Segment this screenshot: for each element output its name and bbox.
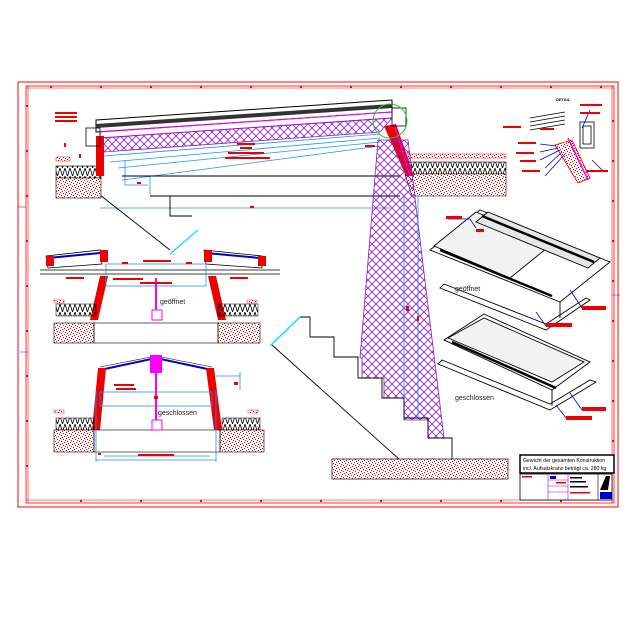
iso-closed-label: geschlossen [455,395,494,402]
detail-inset: DETAIL [503,97,608,184]
iso-callouts [446,216,606,420]
weight-note-line1: Gewicht der gesamten Konstruktion [523,458,605,464]
open-state-section: geöffnet [40,229,280,344]
isometric-open-view [429,209,611,331]
staircase-view [269,139,509,480]
closed-state-section: geschlossen [53,355,265,462]
detail-title: DETAIL [556,97,571,102]
iso-open-label: geöffnet [455,286,480,293]
weight-note: Gewicht der gesamten Konstruktion incl. … [519,454,615,474]
weight-note-line2: incl. Aufsatzkranz beträgt ca. 280 kg [523,466,606,472]
frame-ticks [26,86,614,502]
title-block [519,473,613,501]
main-section-view [55,99,507,251]
isometric-closed-view [437,313,598,411]
open-state-label: geöffnet [160,299,185,306]
closed-state-label: geschlossen [158,410,197,417]
